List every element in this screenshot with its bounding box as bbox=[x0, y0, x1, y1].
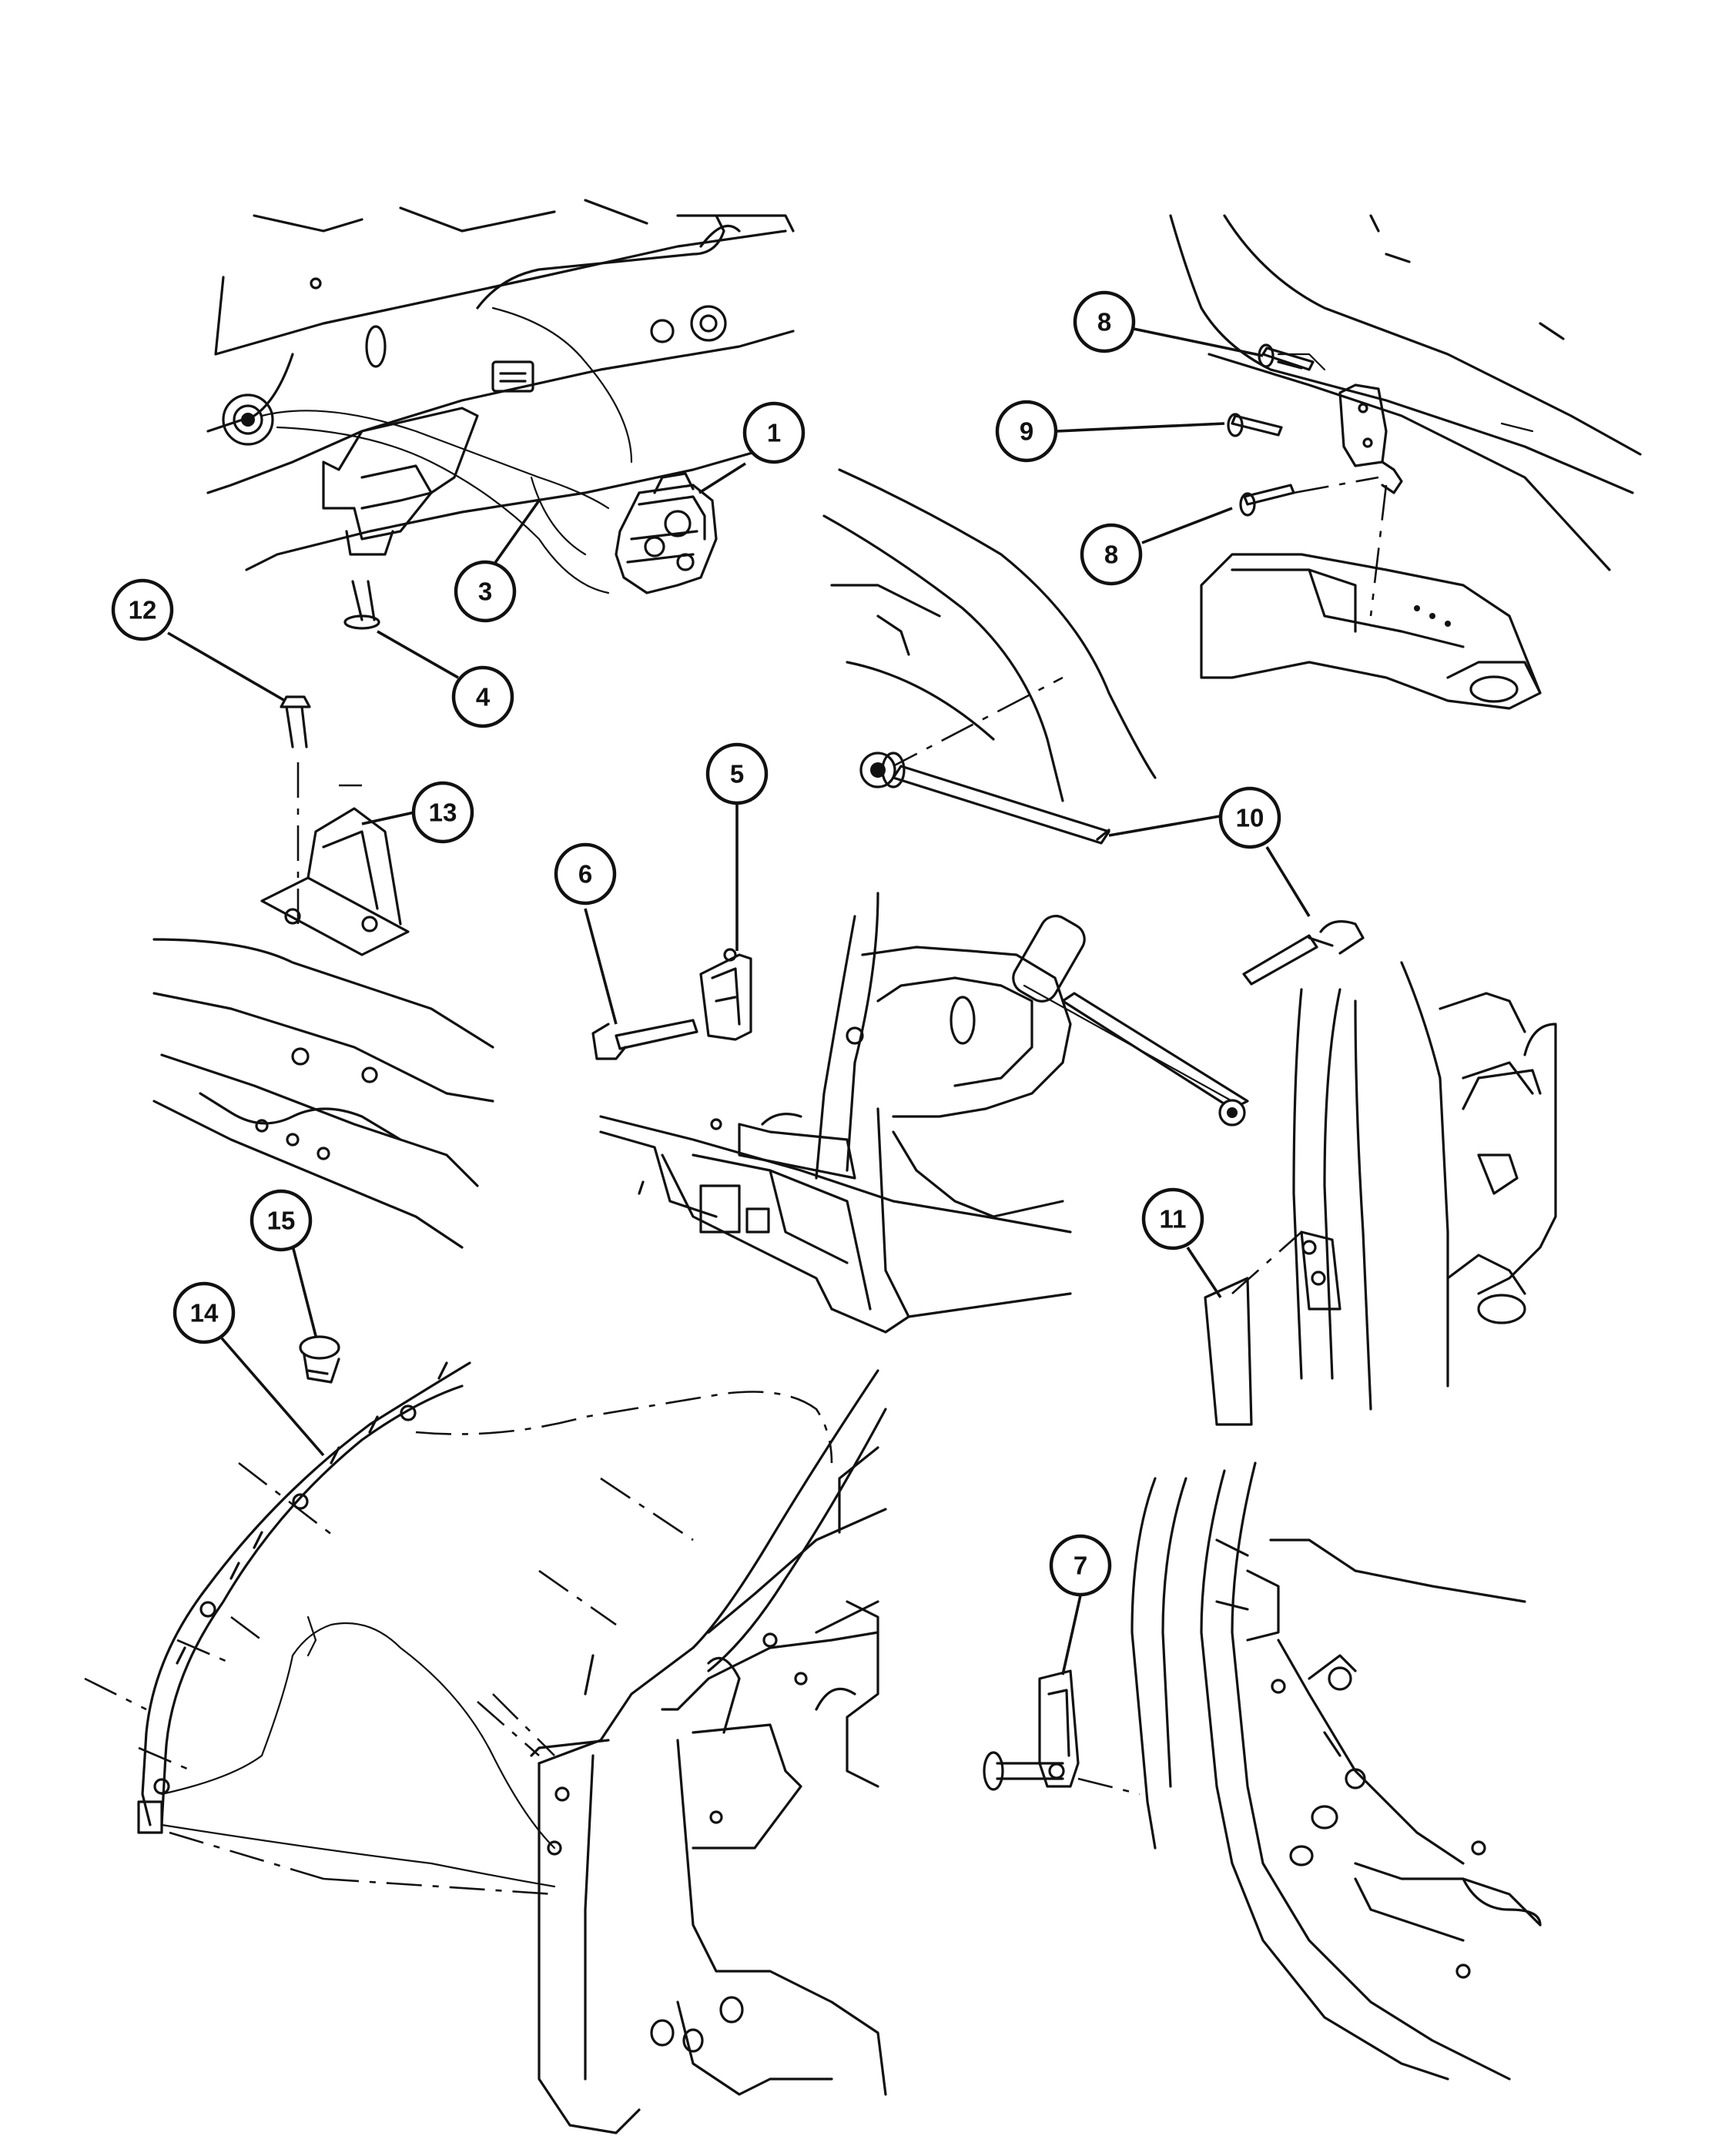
callout-7: 7 bbox=[1049, 1534, 1112, 1597]
leader-13 bbox=[361, 811, 415, 825]
leader-10b bbox=[1265, 846, 1311, 917]
callout-8b: 8 bbox=[1080, 523, 1143, 586]
callout-11: 11 bbox=[1141, 1187, 1204, 1250]
liftgate-strut-view bbox=[822, 468, 1157, 845]
svg-text:7: 7 bbox=[1074, 1552, 1087, 1580]
callout-3: 3 bbox=[454, 560, 517, 623]
callout-9: 9 bbox=[995, 400, 1058, 463]
leader-8b bbox=[1141, 507, 1233, 544]
callout-13: 13 bbox=[411, 781, 474, 844]
latch-assembly-view bbox=[206, 199, 802, 630]
svg-text:12: 12 bbox=[129, 596, 157, 624]
leader-4 bbox=[377, 630, 459, 679]
svg-text:8: 8 bbox=[1097, 308, 1111, 336]
svg-text:9: 9 bbox=[1020, 417, 1033, 446]
svg-text:13: 13 bbox=[429, 798, 457, 827]
leader-11 bbox=[1186, 1247, 1222, 1298]
callout-12: 12 bbox=[111, 578, 174, 641]
svg-text:8: 8 bbox=[1104, 541, 1118, 569]
strut-lower-view bbox=[1012, 915, 1557, 1426]
svg-text:15: 15 bbox=[267, 1207, 296, 1235]
leader-10a bbox=[1108, 815, 1221, 837]
callout-14: 14 bbox=[172, 1281, 236, 1344]
leader-14 bbox=[220, 1337, 325, 1457]
callout-10: 10 bbox=[1218, 786, 1281, 849]
weatherstrip-view bbox=[84, 1335, 887, 2134]
leader-6 bbox=[584, 908, 618, 1025]
callout-8a: 8 bbox=[1073, 290, 1136, 353]
svg-text:11: 11 bbox=[1160, 1205, 1187, 1234]
callout-1: 1 bbox=[742, 401, 806, 464]
striker-bracket-view bbox=[152, 695, 494, 1249]
bumper-view bbox=[591, 892, 1072, 1334]
leader-15 bbox=[291, 1245, 317, 1337]
svg-text:14: 14 bbox=[190, 1299, 219, 1327]
callout-6: 6 bbox=[554, 842, 617, 906]
leader-1 bbox=[698, 462, 746, 494]
callout-15: 15 bbox=[250, 1189, 313, 1252]
callout-5: 5 bbox=[705, 742, 769, 805]
callout-4: 4 bbox=[451, 665, 514, 728]
leader-8a bbox=[1133, 327, 1264, 357]
leader-lines bbox=[167, 327, 1311, 1676]
leader-12 bbox=[167, 631, 286, 702]
leader-9 bbox=[1056, 422, 1225, 433]
svg-text:3: 3 bbox=[478, 578, 492, 606]
leader-7 bbox=[1061, 1595, 1082, 1676]
svg-text:4: 4 bbox=[476, 683, 491, 711]
svg-text:10: 10 bbox=[1236, 804, 1264, 832]
bumper-7-view bbox=[983, 1461, 1542, 2081]
svg-text:6: 6 bbox=[578, 860, 592, 889]
svg-text:1: 1 bbox=[767, 419, 781, 447]
svg-text:5: 5 bbox=[730, 760, 744, 788]
hinge-assembly-view bbox=[1169, 214, 1642, 710]
